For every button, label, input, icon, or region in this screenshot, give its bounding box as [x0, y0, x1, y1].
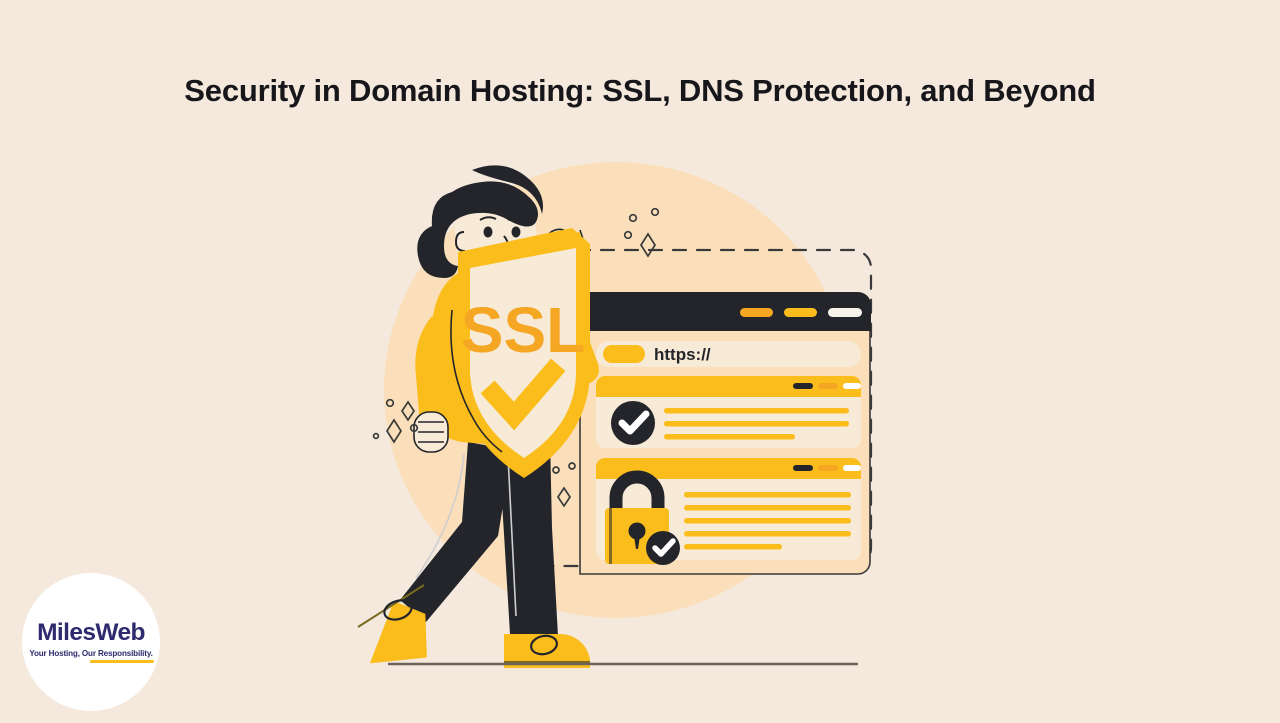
card1-dot-dark: [793, 383, 813, 389]
mileswerb-logo-badge[interactable]: MilesWeb Your Hosting, Our Responsibilit…: [22, 573, 160, 711]
logo-underline-accent: [90, 660, 154, 664]
browser-tab-2: [784, 308, 817, 317]
sparkle-cluster-mid: [552, 462, 576, 508]
browser-tab-1: [740, 308, 773, 317]
card2-dot-dark: [793, 465, 813, 471]
character-eye-left: [483, 226, 493, 238]
check-circle-icon: [611, 401, 655, 445]
logo-wordmark: MilesWeb: [37, 618, 145, 646]
browser-tab-3: [828, 308, 862, 317]
page-title: Security in Domain Hosting: SSL, DNS Pro…: [184, 73, 1096, 108]
character-eye-right: [511, 226, 521, 238]
address-bar-text: https://: [654, 345, 711, 364]
card2-dot-orange: [818, 465, 838, 471]
character-back-shoe: [357, 584, 427, 664]
lock-card: [596, 458, 861, 565]
ssl-shield: SSL: [450, 228, 590, 478]
character-front-leg: [498, 438, 558, 636]
lock-check-badge: [646, 531, 680, 565]
address-bar-chip: [603, 345, 645, 363]
verified-card: [596, 376, 861, 448]
shield-label: SSL: [461, 294, 585, 366]
card2-dot-white: [843, 465, 861, 471]
character-hair: [417, 181, 538, 278]
sparkle-cluster-left: [372, 398, 419, 444]
character-left-arm: [415, 316, 462, 440]
shield-check: [480, 358, 566, 431]
card1-dot-white: [843, 383, 861, 389]
sparkle-cluster-top: [623, 207, 660, 258]
card1-dot-orange: [818, 383, 838, 389]
character-back-leg: [400, 442, 512, 622]
logo-tagline: Your Hosting, Our Responsibility.: [29, 649, 153, 659]
browser-address-bar: [596, 341, 861, 367]
character-left-hand: [413, 411, 449, 453]
ssl-security-illustration: https://: [348, 140, 888, 680]
browser-window: https://: [579, 292, 871, 575]
browser-titlebar: [580, 292, 871, 331]
